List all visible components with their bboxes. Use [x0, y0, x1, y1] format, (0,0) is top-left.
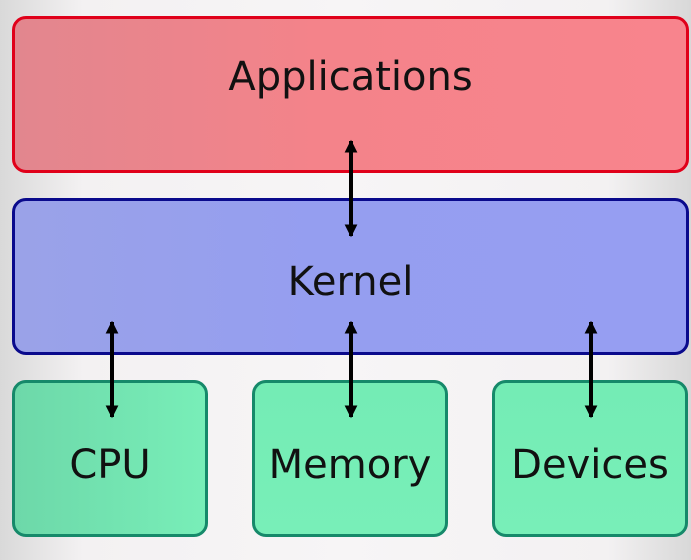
kernel-label: Kernel — [287, 258, 414, 305]
devices-label: Devices — [511, 441, 669, 488]
kernel-layer: Kernel — [12, 198, 689, 355]
applications-label: Applications — [228, 53, 473, 100]
devices-box: Devices — [492, 380, 688, 537]
cpu-label: CPU — [69, 441, 151, 488]
cpu-box: CPU — [12, 380, 208, 537]
applications-layer: Applications — [12, 16, 689, 173]
memory-box: Memory — [252, 380, 448, 537]
memory-label: Memory — [268, 441, 432, 488]
